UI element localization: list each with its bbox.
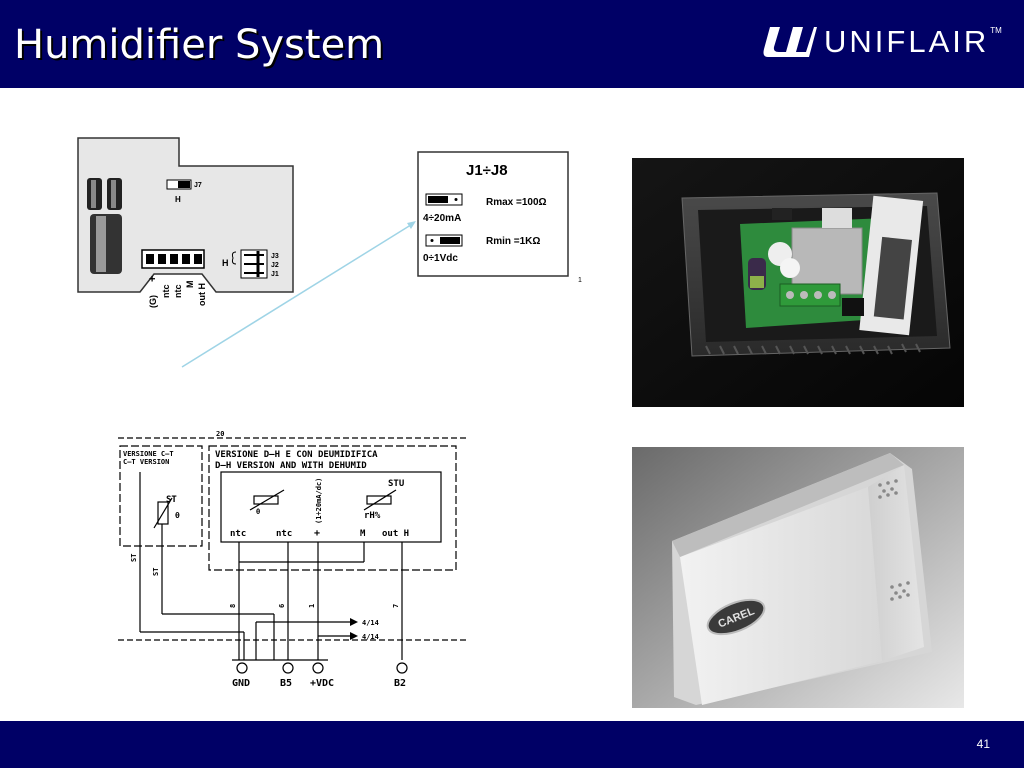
uniflair-mark-icon [763, 27, 817, 57]
slide-footer: 41 [0, 721, 1024, 768]
pin-label-m: M [185, 281, 195, 289]
uniflair-logo: UNIFLAIR TM [762, 22, 1002, 62]
terminal-ntc-1: ntc [230, 529, 246, 539]
pin-label-plus: + [147, 276, 159, 282]
jumper-j3-label: J3 [271, 253, 279, 260]
left-title-2: C—T VERSION [123, 458, 169, 466]
st-label: ST [166, 495, 177, 505]
slide-title: Humidifier System [14, 22, 385, 68]
jumper-mode-2: 0÷1Vdc [423, 253, 458, 264]
photo-closed-enclosure: CAREL [632, 447, 964, 708]
jumper-value-1: Rmax =100Ω [486, 197, 547, 208]
range-label: (1÷20mA/dc) [315, 478, 323, 524]
signal-label-2: 4/14 [362, 633, 379, 641]
jumper-j2-label: J2 [271, 262, 279, 269]
wire-mark-2: 6 [278, 604, 286, 608]
slide-header: Humidifier System UNIFLAIR TM [0, 0, 1024, 88]
logo-trademark: TM [990, 25, 1002, 35]
left-title-1: VERSIONE C—T [123, 450, 174, 458]
pin-label-ntc2: ntc [173, 285, 183, 299]
bottom-b2: B2 [394, 678, 406, 689]
terminal-out-h: out H [382, 529, 409, 539]
right-title-2: D—H VERSION AND WITH DEHUMID [215, 461, 367, 471]
jumper-table: J1÷J8 4÷20mA Rmax =100Ω 0÷1Vdc Rmin =1KΩ… [417, 151, 582, 284]
page-number: 41 [976, 737, 990, 751]
jumper-table-mark: 1 [578, 277, 582, 284]
wire-mark-4: 7 [392, 604, 400, 608]
wire-mark-1: 8 [229, 604, 237, 608]
pin-label-g: (G) [148, 295, 158, 308]
terminal-m: M [360, 529, 366, 539]
terminal-ntc-2: ntc [276, 529, 292, 539]
right-title-1: VERSIONE D—H E CON DEUMIDIFICA [215, 450, 378, 460]
st-theta: θ [175, 511, 180, 520]
photo-open-enclosure [632, 158, 964, 407]
wire-label-st-1: ST [130, 554, 138, 562]
logo-text: UNIFLAIR [824, 24, 990, 59]
jumper-j7-label: J7 [194, 182, 202, 189]
pin-label-outh: out H [197, 283, 207, 306]
signal-label-1: 4/14 [362, 619, 379, 627]
ntc-theta: θ [256, 508, 260, 516]
bottom-b5: B5 [280, 678, 292, 689]
wiring-schematic: 20 VERSIONE C—T C—T VERSION VERSIONE D—H… [118, 430, 466, 689]
jumper-j7-sub: H [175, 195, 181, 204]
connector-arrow [181, 221, 416, 368]
side-h-label: H [222, 258, 229, 268]
rh-label: rH% [364, 511, 381, 521]
jumper-value-2: Rmin =1KΩ [486, 236, 540, 247]
jumper-table-title: J1÷J8 [466, 162, 508, 179]
wire-mark-3: 1 [308, 604, 316, 608]
bottom-vdc: +VDC [310, 678, 334, 689]
pin-label-ntc1: ntc [161, 285, 171, 299]
board-diagram: J7 H (G) + ntc ntc M out H H J3 J2 J1 [77, 137, 294, 308]
schematic-dimension: 20 [216, 430, 224, 438]
wire-label-st-2: ST [152, 568, 160, 576]
stu-label: STU [388, 479, 404, 489]
bottom-gnd: GND [232, 678, 250, 689]
jumper-j1-label: J1 [271, 271, 279, 278]
terminal-plus: + [314, 528, 320, 539]
jumper-mode-1: 4÷20mA [423, 213, 461, 224]
